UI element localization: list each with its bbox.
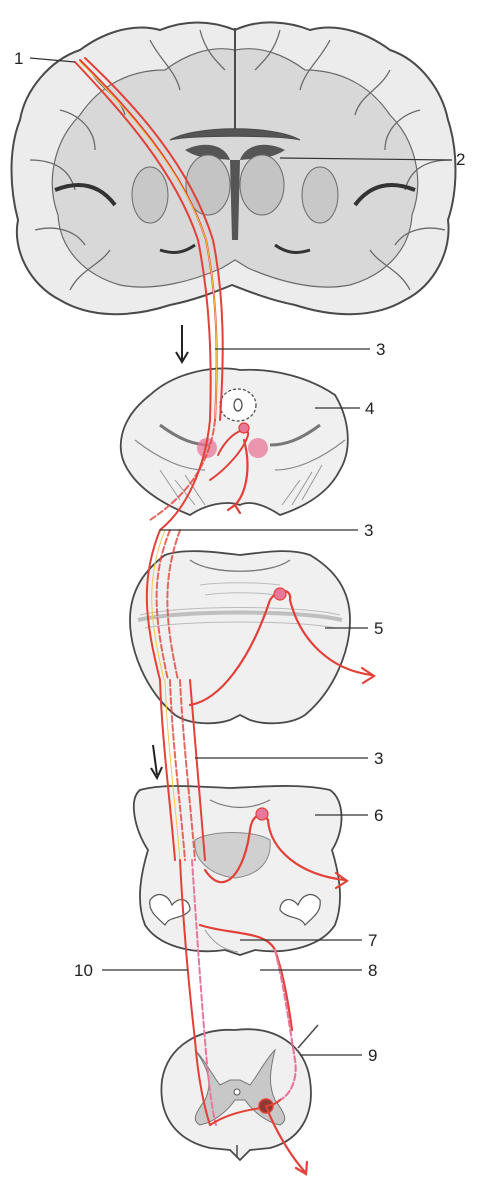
dorsal-root [298, 1025, 318, 1048]
pons-nucleus-cell [274, 588, 286, 600]
callout-label-6: 6 [374, 806, 383, 825]
oculomotor-nucleus-cell [239, 423, 249, 433]
callout-label-4: 4 [365, 399, 374, 418]
callout-label-10: 10 [74, 961, 93, 980]
callout-label-2: 2 [456, 150, 465, 169]
callout-label-7: 7 [368, 931, 377, 950]
pons-outline [130, 551, 350, 723]
medulla-nucleus-cell [256, 808, 268, 820]
callout-label-1: 1 [14, 49, 23, 68]
cerebral-aqueduct-region [220, 389, 256, 421]
thalamus-right [240, 155, 284, 215]
callout-label-3b: 3 [364, 521, 373, 540]
lentiform-right [302, 167, 338, 223]
callout-label-3a: 3 [376, 340, 385, 359]
callout-label-8: 8 [368, 961, 377, 980]
midbrain-section [121, 368, 348, 515]
callout-label-3c: 3 [374, 749, 383, 768]
oculomotor-arrow [228, 505, 240, 513]
pons-section [130, 551, 350, 723]
spinal-cord-section [161, 1025, 318, 1160]
lentiform-left [132, 167, 168, 223]
callout-label-9: 9 [368, 1046, 377, 1065]
central-canal [234, 1089, 240, 1095]
red-nucleus-right [248, 438, 268, 458]
callout-label-5: 5 [374, 619, 383, 638]
